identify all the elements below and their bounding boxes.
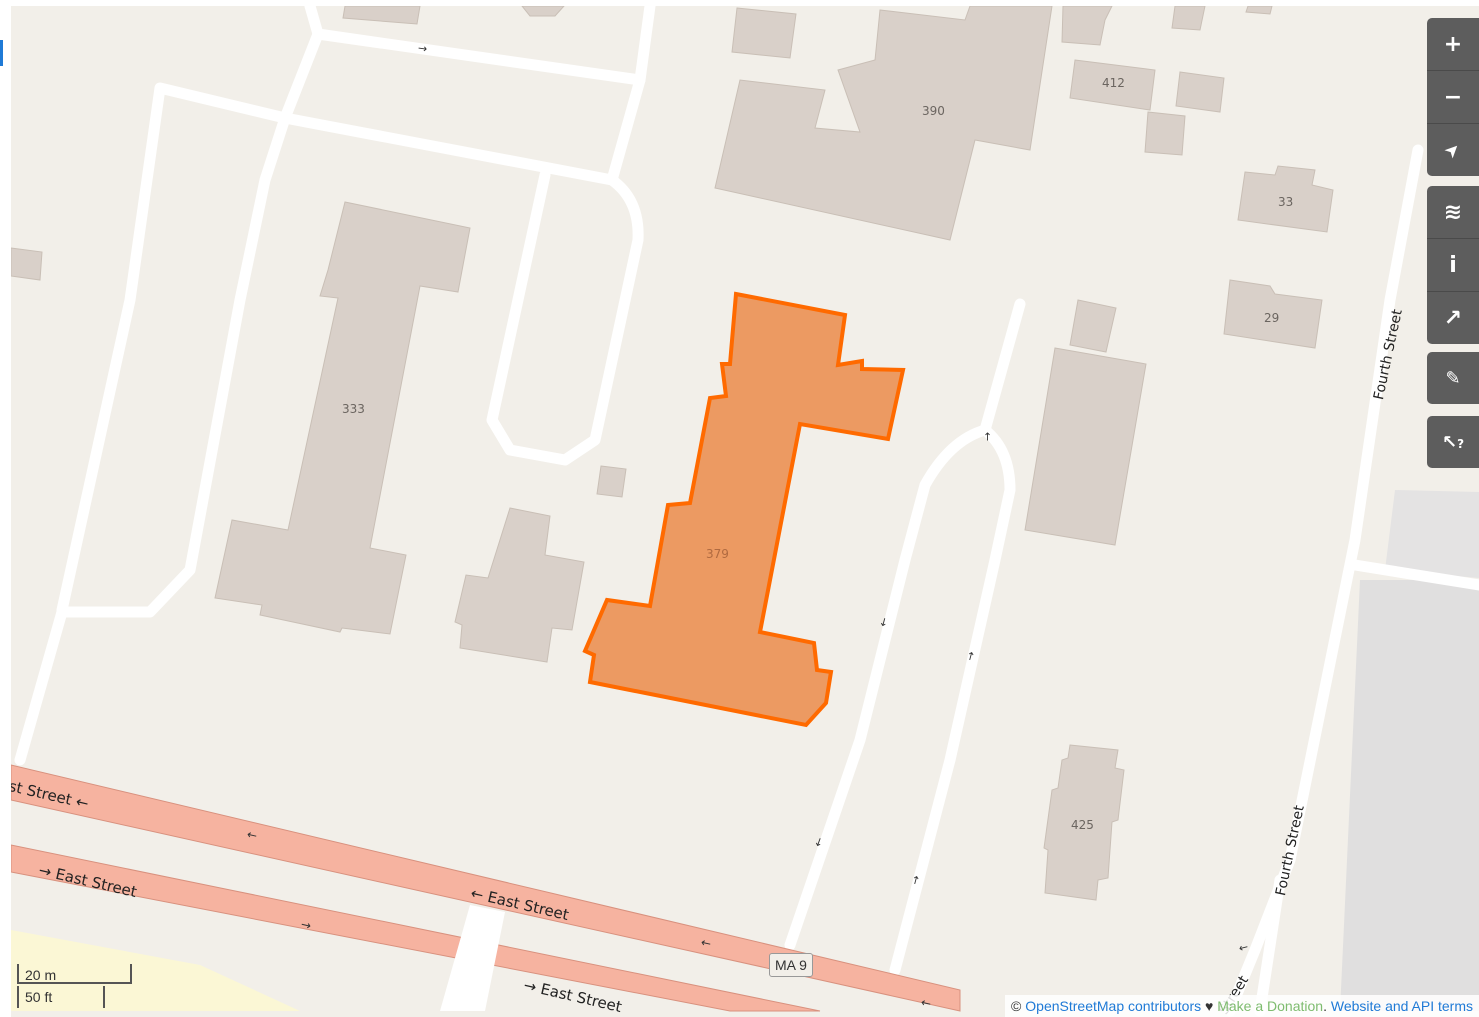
scale-bar: 20 m 50 ft <box>17 964 137 1010</box>
query-controls: ↖? <box>1427 416 1479 468</box>
info-icon: i <box>1449 252 1457 278</box>
scale-imperial: 50 ft <box>17 986 105 1008</box>
map-canvas[interactable]: 390 412 33 29 333 379 425 ıst Street ← →… <box>11 6 1479 1017</box>
terms-link[interactable]: Website and API terms <box>1330 998 1473 1014</box>
building-label-333: 333 <box>342 402 365 416</box>
layers-button[interactable]: ≋ <box>1427 186 1479 238</box>
oneway-arrow: → <box>417 41 429 56</box>
donate-link[interactable]: Make a Donation <box>1217 998 1324 1014</box>
zoom-in-button[interactable]: + <box>1443 31 1463 57</box>
building-label-33: 33 <box>1278 195 1294 209</box>
building-label-425: 425 <box>1071 818 1094 832</box>
primary-roads <box>11 764 961 1012</box>
scale-metric: 20 m <box>17 964 132 984</box>
zoom-controls: + − ➤ <box>1427 18 1479 176</box>
selected-building-379[interactable] <box>582 291 906 728</box>
building-label-390: 390 <box>922 104 945 118</box>
footways <box>14 6 1479 1017</box>
top-edge <box>1299 0 1449 6</box>
map-key-button[interactable]: i <box>1427 238 1479 291</box>
layer-controls: ≋ i ↗ <box>1427 186 1479 344</box>
share-icon: ↗ <box>1443 305 1463 331</box>
osm-contributors-link[interactable]: OpenStreetMap contributors <box>1025 998 1202 1014</box>
building-label-29: 29 <box>1264 311 1280 325</box>
buildings <box>11 6 1334 901</box>
heart-icon: ♥ <box>1205 998 1214 1014</box>
layers-icon: ≋ <box>1443 199 1463 225</box>
note-controls: ✎ <box>1427 352 1479 404</box>
map-svg <box>11 6 1479 1017</box>
locate-icon: ➤ <box>1440 137 1466 163</box>
landuse-area <box>1340 580 1479 1011</box>
share-button[interactable]: ↗ <box>1427 291 1479 344</box>
query-features-button[interactable]: ↖? <box>1427 416 1479 468</box>
add-note-button[interactable]: ✎ <box>1427 352 1479 404</box>
attribution: © OpenStreetMap contributors ♥ Make a Do… <box>1005 995 1479 1017</box>
locate-button[interactable]: ➤ <box>1427 123 1479 176</box>
landuse-yellow <box>11 930 300 1011</box>
route-shield-ma9: MA 9 <box>769 953 813 977</box>
landuse-area-top <box>1385 490 1479 578</box>
building-label-379: 379 <box>706 547 729 561</box>
zoom-out-button[interactable]: − <box>1427 70 1479 123</box>
note-icon: ✎ <box>1445 367 1461 389</box>
copyright-symbol: © <box>1011 998 1022 1014</box>
cursor-query-icon: ↖? <box>1441 431 1465 453</box>
left-panel-edge <box>0 40 3 66</box>
building-label-412: 412 <box>1102 76 1125 90</box>
